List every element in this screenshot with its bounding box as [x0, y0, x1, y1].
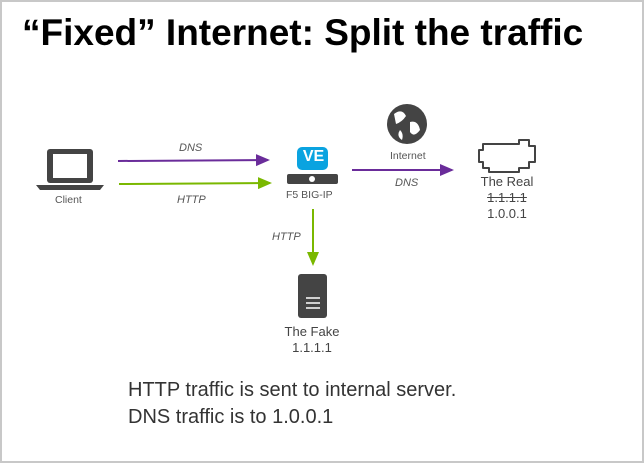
real-name: The Real — [480, 174, 534, 189]
bigip-http-label: HTTP — [272, 231, 301, 243]
internet-label: Internet — [390, 150, 426, 162]
fake-name: The Fake — [284, 324, 340, 339]
client-dns-arrow — [117, 154, 270, 167]
real-old-ip: 1.1.1.1 — [487, 190, 527, 205]
globe-icon — [387, 104, 427, 144]
fake-ip: 1.1.1.1 — [292, 340, 332, 355]
client-http-arrow — [118, 177, 272, 190]
client-http-label: HTTP — [177, 194, 206, 206]
client-dns-label: DNS — [179, 142, 203, 154]
client-label: Client — [55, 194, 82, 206]
ve-badge-text: VE — [302, 148, 325, 165]
footer-line-2: DNS traffic is to 1.0.0.1 — [128, 406, 334, 428]
bigip-dns-label: DNS — [395, 177, 419, 189]
ve-icon — [287, 147, 338, 184]
real-ip: 1.0.0.1 — [487, 206, 527, 221]
bigip-label: F5 BIG-IP — [286, 189, 333, 201]
laptop-icon — [36, 149, 104, 190]
cloud-icon — [478, 139, 536, 173]
footer-line-1: HTTP traffic is sent to internal server. — [128, 379, 457, 401]
server-icon — [298, 274, 327, 318]
slide-title: “Fixed” Internet: Split the traffic — [22, 12, 584, 53]
